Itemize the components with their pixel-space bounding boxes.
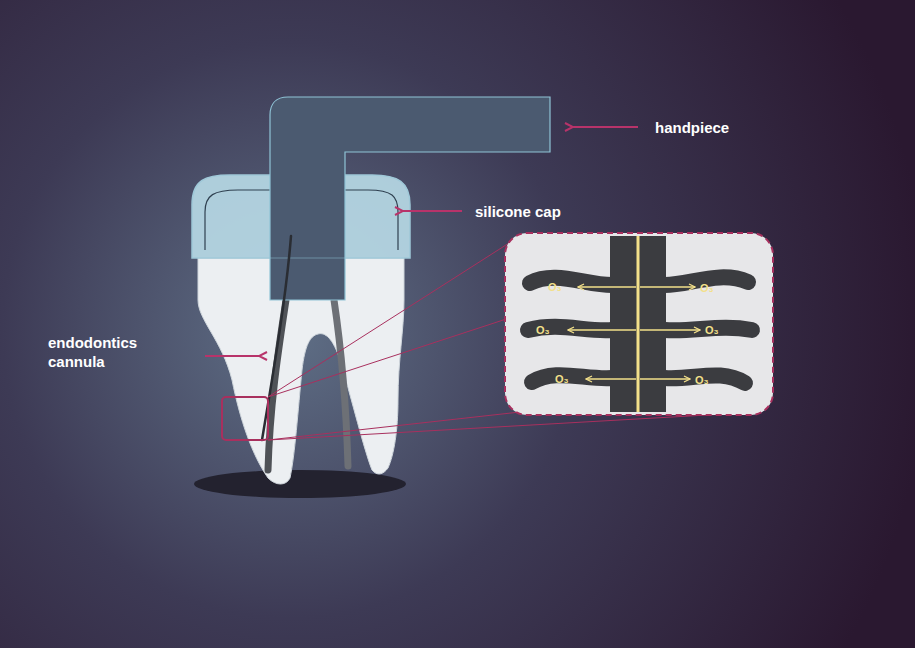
part-label: handpiece <box>655 118 729 137</box>
zoom-frame <box>222 397 268 440</box>
inset <box>505 233 773 415</box>
canal-section <box>610 236 666 412</box>
molecule-label: O₃ <box>536 324 550 337</box>
molecule-label: O₃ <box>695 374 709 387</box>
part-label: endodontics cannula <box>48 333 168 371</box>
diffusion-arrows <box>568 287 700 379</box>
label-arrows <box>205 127 638 356</box>
part-label: silicone cap <box>475 202 561 221</box>
endodontics-cannula <box>262 236 291 440</box>
molecule-label: O₃ <box>555 373 569 386</box>
cannula-section <box>637 236 640 412</box>
molecule-label: O₃ <box>705 324 719 337</box>
molecule-label: O₃ <box>548 281 562 294</box>
root-canal <box>334 300 348 466</box>
shadow <box>194 470 406 498</box>
molecule-label: O₃ <box>700 282 714 295</box>
